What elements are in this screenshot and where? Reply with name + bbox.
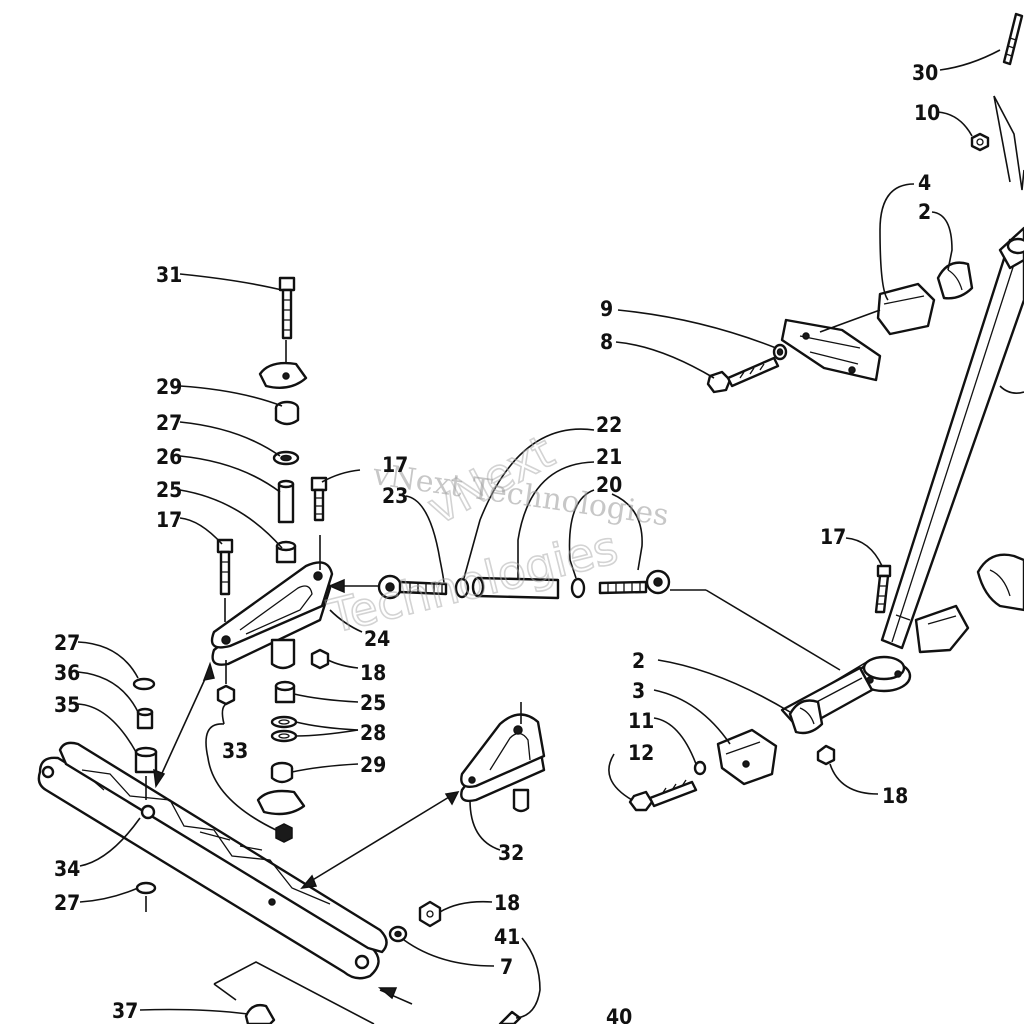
drag-link-34 xyxy=(37,741,388,980)
callout-41: 41 xyxy=(494,925,520,949)
nut-18-lower xyxy=(418,900,442,928)
callout-24: 24 xyxy=(364,627,390,651)
washer-7 xyxy=(388,925,408,943)
callout-4: 4 xyxy=(918,171,931,195)
callout-10: 10 xyxy=(914,101,940,125)
clamp-block-3 xyxy=(716,728,778,786)
callout-26: 26 xyxy=(156,445,182,469)
bolt-8 xyxy=(706,343,788,394)
callout-33: 33 xyxy=(222,739,248,763)
lower-clamp-right xyxy=(914,553,1024,654)
bolt-17-right xyxy=(874,564,892,614)
callout-17-left: 17 xyxy=(156,508,182,532)
callout-21: 21 xyxy=(596,445,622,469)
callout-31: 31 xyxy=(156,263,182,287)
nut-18-left xyxy=(310,648,330,670)
nut-33 xyxy=(216,684,236,706)
callout-23: 23 xyxy=(382,484,408,508)
callout-25-upper: 25 xyxy=(156,478,182,502)
callout-37: 37 xyxy=(112,999,138,1023)
callout-3: 3 xyxy=(632,679,645,703)
callout-18-right: 18 xyxy=(882,784,908,808)
bushing-2-lower xyxy=(788,699,824,735)
callout-29-lower: 29 xyxy=(360,753,386,777)
tie-rod-assembly xyxy=(377,569,671,600)
bolt-17-left xyxy=(216,538,234,596)
callout-27-left: 27 xyxy=(54,631,80,655)
upper-pivot-stack xyxy=(258,276,308,564)
callout-2-lower: 2 xyxy=(632,649,645,673)
assembly-arrows xyxy=(145,340,841,1005)
part-drawings xyxy=(37,12,1024,1024)
spindle-arm-32 xyxy=(460,702,546,813)
callout-22: 22 xyxy=(596,413,622,437)
pitman-arm-24 xyxy=(210,561,334,670)
nut-18-right xyxy=(816,744,836,766)
nut-10 xyxy=(970,132,990,152)
callout-40: 40 xyxy=(606,1005,632,1024)
bottom-assembly xyxy=(213,961,522,1024)
callout-18-lower: 18 xyxy=(494,891,520,915)
callout-36: 36 xyxy=(54,661,80,685)
callout-9: 9 xyxy=(600,297,613,321)
leader-lines xyxy=(77,49,1024,1019)
bolt-17-upper xyxy=(310,476,328,522)
bolt-12 xyxy=(628,760,707,812)
callout-2-upper: 2 xyxy=(918,200,931,224)
callout-12: 12 xyxy=(628,741,654,765)
callout-29-upper: 29 xyxy=(156,375,182,399)
callout-30: 30 xyxy=(912,61,938,85)
callout-labels: 30 10 4 2 9 8 31 29 27 26 25 17 17 23 22… xyxy=(54,61,940,1024)
callout-32: 32 xyxy=(498,841,524,865)
upper-mount-bracket xyxy=(780,309,882,382)
callout-17-upper: 17 xyxy=(382,453,408,477)
lower-pivot-stack xyxy=(256,680,306,843)
callout-8: 8 xyxy=(600,330,613,354)
callout-35: 35 xyxy=(54,693,80,717)
callout-11: 11 xyxy=(628,709,654,733)
callout-34: 34 xyxy=(54,857,80,881)
callout-27-lower: 27 xyxy=(54,891,80,915)
callout-17-right: 17 xyxy=(820,525,846,549)
steering-column xyxy=(856,95,1024,693)
bolt-30 xyxy=(1002,12,1024,66)
callout-28: 28 xyxy=(360,721,386,745)
clamp-block-upper xyxy=(876,261,974,336)
watermark-technologies-outline: Technologies xyxy=(322,520,623,644)
callout-25-lower: 25 xyxy=(360,691,386,715)
callout-18-left: 18 xyxy=(360,661,386,685)
callout-20: 20 xyxy=(596,473,622,497)
callout-7: 7 xyxy=(500,955,513,979)
callout-27-upper: 27 xyxy=(156,411,182,435)
